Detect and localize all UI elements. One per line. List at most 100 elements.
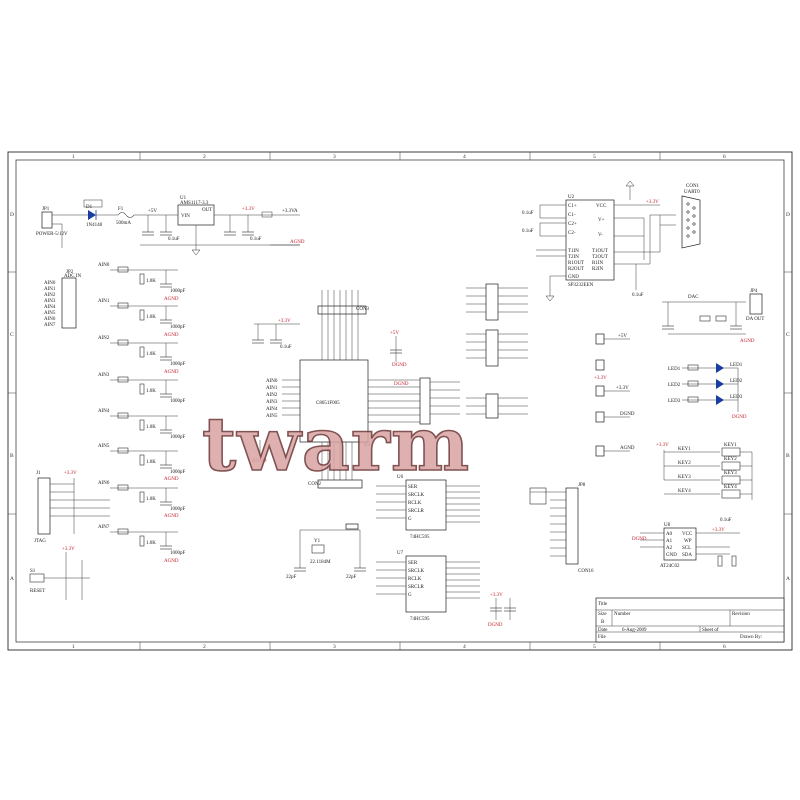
uart-chip: [565, 199, 615, 281]
mcu-agnd: AGND: [252, 459, 267, 464]
latch-u6-rclk: RCLK: [408, 501, 422, 506]
uart-cap-3: 0.1uF: [632, 293, 644, 298]
power-jack-label: POWER-5/12V: [36, 232, 68, 237]
latch-u7-g: G: [408, 593, 412, 598]
key3-net: KEY3: [678, 475, 691, 480]
latch-u7-rclk: RCLK: [408, 577, 422, 582]
rail-5v-label: +5V: [148, 209, 157, 214]
adc-r-3: 1.0K: [146, 389, 156, 394]
adc-filter-5: AIN5 1.0K 1000pF AGND: [98, 444, 186, 482]
zone-row-a-right: A: [786, 576, 790, 582]
uart-pin-r2in: R2IN: [592, 267, 604, 272]
uart-part: SP3232EEN: [568, 283, 594, 288]
zone-col-5-bottom: 5: [593, 644, 596, 650]
jtag-ref: J1: [36, 471, 41, 476]
mcu-block: CON3 C8051F005 U3 AIN0 AIN1 AIN2 AIN3 AI…: [252, 290, 420, 489]
uart-pin-t1in: T1IN: [568, 249, 579, 254]
crystal-cap-2: 22pF: [346, 575, 357, 580]
mcu-ain-pins: AIN0 AIN1 AIN2 AIN3 AIN4 AIN5: [266, 379, 300, 419]
uart-pin-r1in: R1IN: [592, 261, 604, 266]
mcu-part-label: C8051F005: [316, 401, 340, 406]
adc-c-1: 1000pF: [170, 325, 186, 330]
mcu-ref: U3: [364, 443, 371, 448]
latch-u6-part: 74HC595: [410, 535, 430, 540]
eeprom-pin-a1: A1: [666, 539, 673, 544]
zone-col-4: 4: [463, 154, 466, 160]
eeprom-block: U8 AT24C02 A0 A1 A2 GND VCC WP SCL SDA D…: [632, 518, 740, 569]
adc-c-0: 1000pF: [170, 289, 186, 294]
zone-col-2: 2: [203, 154, 206, 160]
uart-pin-vcc: VCC: [596, 204, 607, 209]
port-header-1: [485, 283, 499, 321]
led1-ref: LED1: [730, 363, 743, 368]
size-value: B: [601, 620, 605, 625]
port-header-3: [485, 393, 499, 419]
test-point-1: [595, 333, 605, 345]
crystal-value: 22.1184M: [310, 560, 331, 565]
adc-net-1: AIN1: [98, 299, 110, 304]
uart-pin-t1out: T1OUT: [592, 249, 608, 254]
lcd-header-block: JP8 CON16: [529, 483, 594, 574]
mcu-top-header-label: CON3: [356, 307, 370, 312]
led3-ref: LED3: [730, 395, 743, 400]
zone-row-d-right: D: [786, 212, 790, 218]
zone-col-6-bottom: 6: [723, 644, 726, 650]
fuse-symbol: [117, 212, 135, 218]
adc-hdr-ch5: AIN5: [44, 311, 56, 316]
uart-pin-t2out: T2OUT: [592, 255, 608, 260]
latch-u7-srclk: SRCLK: [408, 569, 425, 574]
zone-row-b-right: B: [786, 453, 790, 459]
uart-db9-connector: [681, 195, 701, 249]
zone-col-5: 5: [593, 154, 596, 160]
port-headers: [419, 283, 528, 425]
led2-net: LED2: [668, 383, 681, 388]
adc-hdr-ch6: AIN6: [44, 317, 56, 322]
adc-gnd-5: AGND: [164, 477, 179, 482]
fuse-value: 500mA: [116, 221, 131, 226]
mcu-dgnd: DGND: [394, 382, 409, 387]
adc-header-ref: JP2: [66, 270, 74, 275]
eeprom-pin-wp: WP: [684, 539, 692, 544]
zone-col-3: 3: [333, 154, 336, 160]
latch-u7-ser: SER: [408, 561, 418, 566]
adc-net-0: AIN0: [98, 263, 110, 268]
dac-block: DAC JP4 DA OUT AGND: [662, 289, 764, 344]
key4-net: KEY4: [678, 489, 691, 494]
eeprom-pin-a2: A2: [666, 546, 673, 551]
adc-r-2: 1.0K: [146, 352, 156, 357]
size-label: Size: [598, 612, 607, 617]
uart-pin-gnd: GND: [568, 275, 579, 280]
led-gnd: DGND: [732, 415, 747, 420]
latch-u6-g: G: [408, 517, 412, 522]
uart-pin-vp: V+: [598, 218, 605, 223]
adc-net-5: AIN5: [98, 444, 110, 449]
latch-u6-ser: SER: [408, 485, 418, 490]
zone-col-4-bottom: 4: [463, 644, 466, 650]
adc-gnd-6: AGND: [164, 514, 179, 519]
zone-row-c: C: [10, 332, 14, 338]
led-block: LED1 LED2 LED3 LED1 LED2 LED3 DGND: [668, 363, 747, 420]
mcu-bottom-header-label: CON2: [308, 482, 322, 487]
crystal-ref: Y1: [314, 539, 321, 544]
tp-dgnd: DGND: [620, 412, 635, 417]
key-rail: +3.3V: [656, 443, 669, 448]
latch-u7-ref: U7: [397, 551, 404, 556]
power-diode-ref: D1: [86, 205, 93, 210]
latch-u6-ref: U6: [397, 475, 404, 480]
led1-icon: [716, 363, 724, 373]
adc-filter-0: AIN0 1.0K 1000pF AGND: [98, 263, 186, 302]
key2-ref: KEY2: [724, 457, 737, 462]
adc-hdr-ch1: AIN1: [44, 287, 56, 292]
uart-pin-r1out: R1OUT: [568, 261, 584, 266]
zone-row-b: B: [10, 453, 14, 459]
latch-u6-chip: [405, 479, 447, 531]
mcu-pin-ain2: AIN2: [266, 393, 278, 398]
uart-pin-c1p: C1+: [568, 204, 577, 209]
dac-header-ref: JP4: [750, 289, 758, 294]
sheet-label: Sheet of: [702, 628, 719, 633]
uart-cap-2: 0.1uF: [522, 229, 534, 234]
title-block: Title Size B Number Revision Date 6-Aug-…: [595, 597, 785, 643]
adc-gnd-0: AGND: [164, 297, 179, 302]
latch-u6: U6 74HC595 SER SRCLK RCLK SRCLR G: [376, 475, 480, 540]
jtag-block: J1 JTAG +3.3V: [34, 471, 110, 544]
